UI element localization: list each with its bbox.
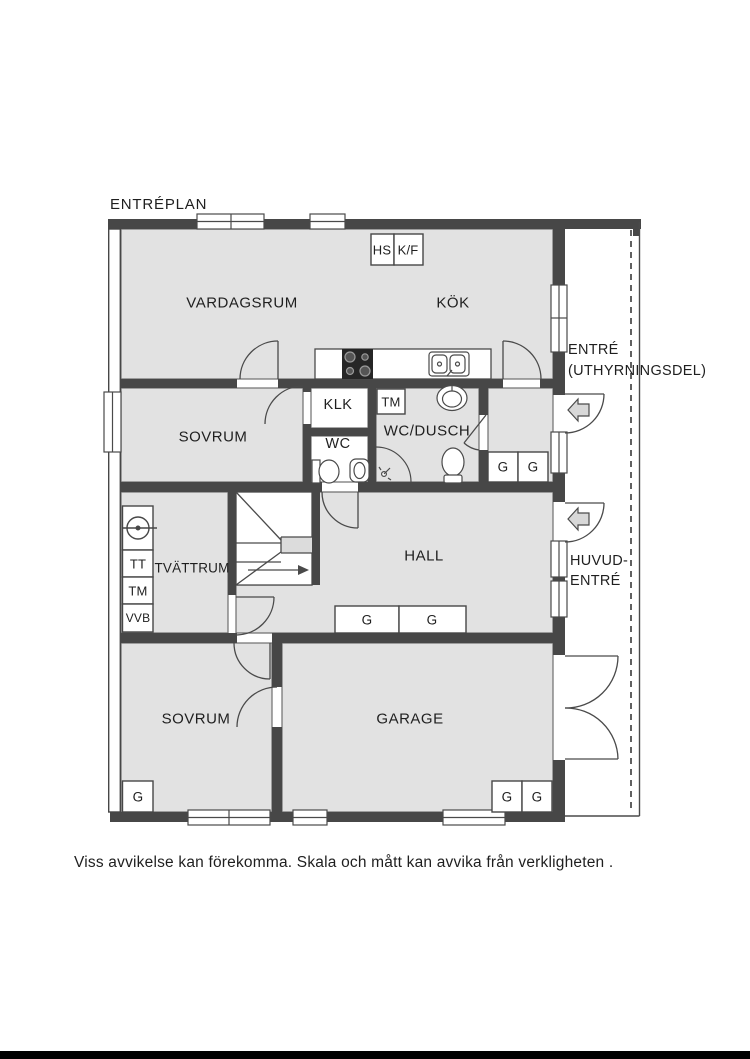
kitchen-counter: [314, 348, 492, 380]
doors: [233, 340, 619, 760]
label-wardrobe-g: G: [361, 612, 373, 628]
exterior-wall-left: [107, 228, 121, 813]
wc-fixtures: [311, 458, 370, 484]
wardrobe-box: [491, 780, 523, 813]
label-tvattrum: TVÄTTRUM: [154, 560, 230, 576]
entry-arrow-icon: [567, 506, 590, 532]
stair-arrow-icon: [298, 565, 309, 575]
label-tm-bathroom: TM: [381, 394, 401, 410]
kitchen-sink-icon: [428, 351, 470, 377]
label-wardrobe-g: G: [132, 789, 144, 805]
label-wc: WC: [325, 436, 351, 452]
wardrobe-box: [121, 780, 154, 813]
disclaimer-text: Viss avvikelse kan förekomma. Skala och …: [74, 854, 614, 871]
tm-box: [121, 576, 154, 605]
laundry-appliances: [121, 505, 157, 633]
label-wc-dusch: WC/DUSCH: [383, 422, 471, 440]
door-klk: [264, 385, 304, 425]
label-kok: KÖK: [436, 294, 470, 312]
label-sovrum-upper: SOVRUM: [178, 428, 248, 446]
label-wardrobe-g: G: [527, 459, 539, 475]
label-wardrobe-g: G: [497, 459, 509, 475]
door-sovrum-lower: [236, 686, 278, 728]
window: [550, 431, 568, 474]
label-hall: HALL: [404, 547, 444, 565]
window: [550, 284, 568, 353]
stairs: [235, 491, 313, 586]
wardrobe-box: [398, 605, 467, 634]
bathroom-fixtures: [375, 384, 468, 484]
door-wc-dusch: [463, 414, 487, 451]
kf-box: [393, 233, 424, 266]
toilet-icon: [311, 459, 340, 484]
basin-icon: [436, 384, 468, 412]
label-huvudentre-line2: ENTRÉ: [570, 573, 621, 589]
toilet-icon: [441, 447, 465, 484]
label-huvudentre-line1: HUVUD-: [570, 553, 629, 569]
label-kf: K/F: [397, 242, 419, 258]
window: [187, 809, 271, 826]
label-klk: KLK: [323, 397, 353, 413]
stove-icon: [342, 349, 373, 379]
wardrobe-box: [521, 780, 553, 813]
door-entre-rental: [564, 393, 605, 434]
door-huvudentre: [564, 502, 605, 543]
entry-arrow-icon: [567, 397, 590, 423]
page-title: ENTRÉPLAN: [110, 196, 208, 213]
label-wardrobe-g: G: [501, 789, 513, 805]
label-tm-laundry: TM: [128, 583, 148, 599]
wardrobe-box: [487, 451, 519, 483]
label-sovrum-lower: SOVRUM: [161, 710, 231, 728]
door-vardagsrum: [239, 340, 279, 380]
label-vvb: VVB: [125, 611, 151, 625]
door-kok: [502, 340, 542, 380]
wardrobe-box: [517, 451, 549, 483]
label-hs: HS: [372, 242, 392, 258]
window: [309, 213, 346, 230]
door-passage: [233, 642, 271, 680]
window: [442, 809, 506, 826]
window: [550, 540, 568, 578]
window: [196, 213, 265, 230]
window: [292, 809, 328, 826]
exterior-walls: [108, 219, 641, 822]
footer-bar: [0, 1051, 750, 1059]
windows: [103, 213, 568, 826]
shower-icon: [375, 446, 412, 483]
label-garage: GARAGE: [376, 710, 444, 728]
tm-bathroom-box: [376, 388, 406, 415]
basin-icon: [349, 458, 370, 483]
label-wardrobe-g: G: [531, 789, 543, 805]
label-tt: TT: [129, 556, 147, 572]
interior-walls: [121, 379, 553, 812]
window: [103, 391, 122, 453]
cabinet-boxes: [121, 233, 553, 813]
label-vardagsrum: VARDAGSRUM: [186, 294, 298, 312]
window: [550, 580, 568, 618]
label-entre-rental-line2: (UTHYRNINGSDEL): [568, 363, 707, 379]
door-tvattrum: [235, 596, 275, 636]
label-entre-rental-line1: ENTRÉ: [568, 342, 619, 358]
door-wc: [321, 491, 359, 529]
vvb-box: [121, 603, 154, 633]
room-floor-sovrum-upper: [120, 387, 304, 483]
porch-outline: [565, 222, 641, 817]
garage-double-door: [564, 655, 619, 760]
label-wardrobe-g: G: [426, 612, 438, 628]
